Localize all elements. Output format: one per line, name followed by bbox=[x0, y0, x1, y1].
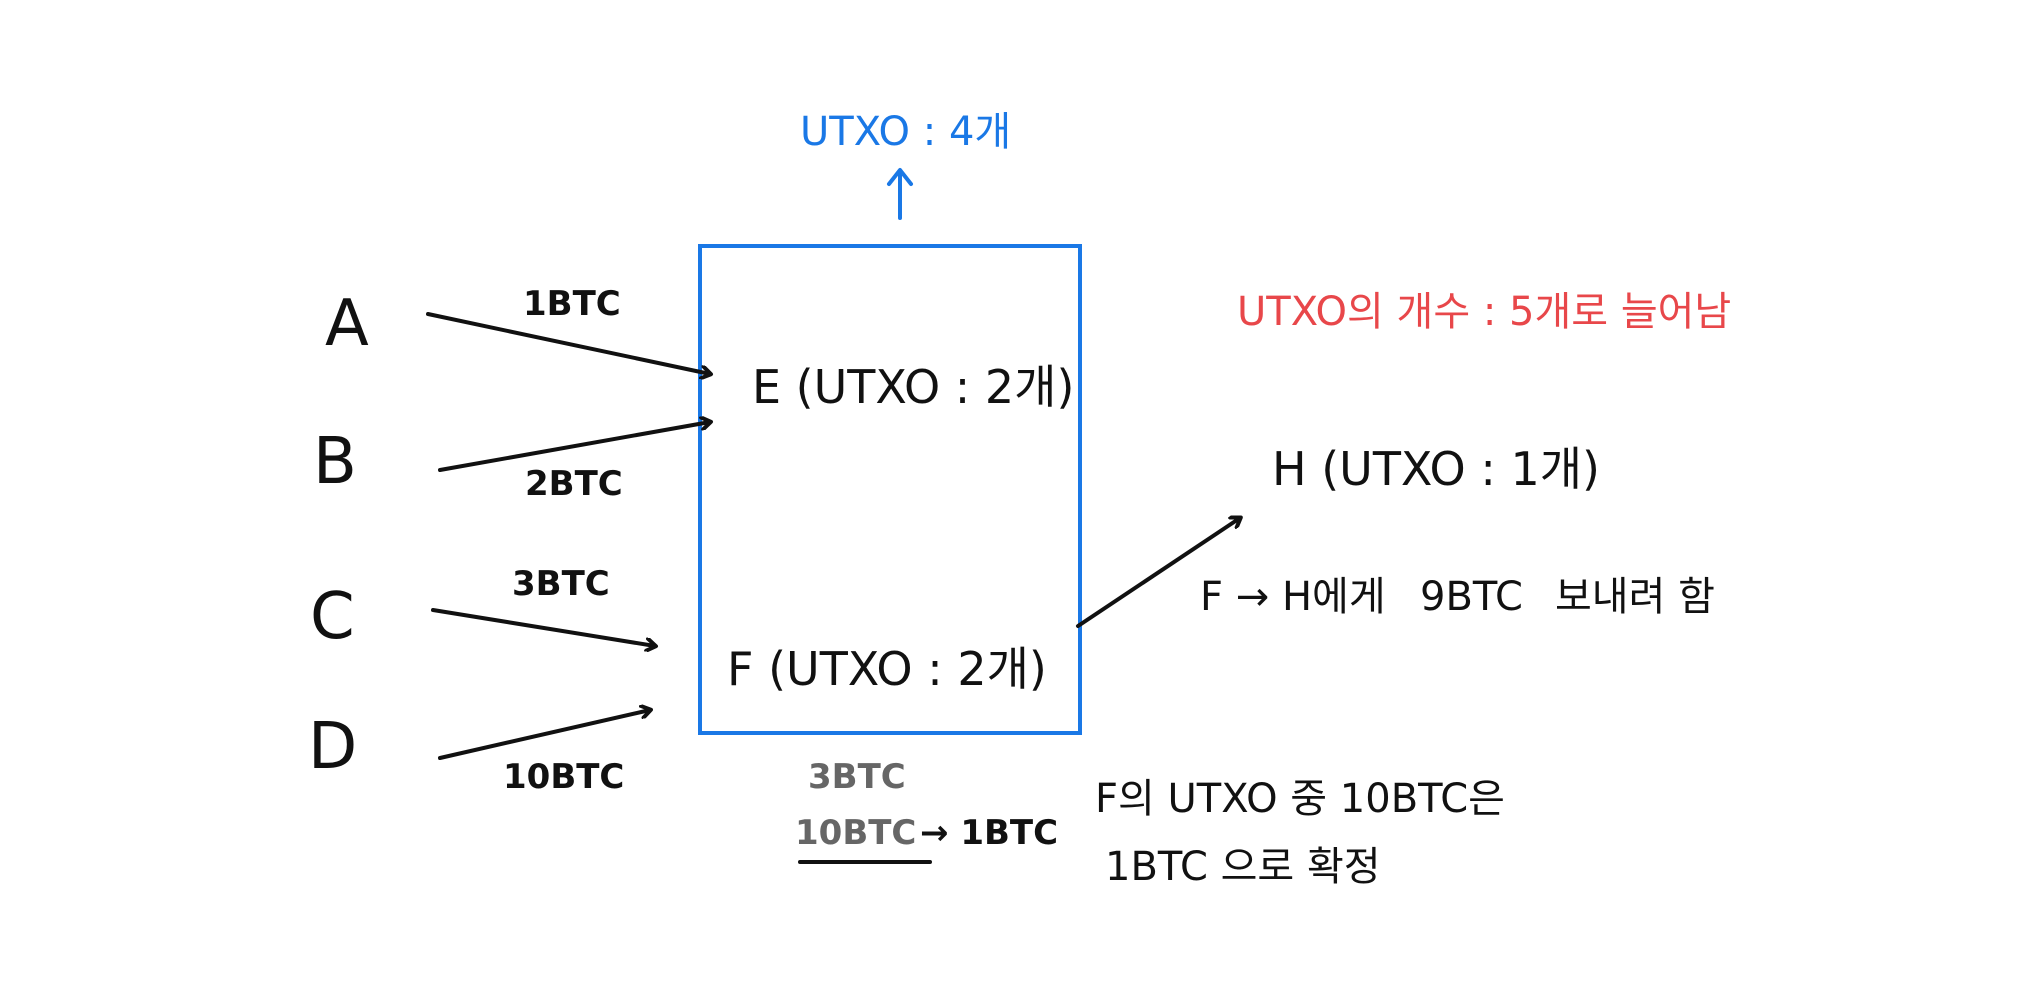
node-d-label: D bbox=[308, 710, 357, 784]
node-c-label: C bbox=[310, 580, 355, 654]
node-b-label: B bbox=[313, 425, 357, 499]
transaction-box bbox=[698, 244, 1082, 735]
node-a-label: A bbox=[325, 287, 369, 361]
top-utxo-label: UTXO : 4개 bbox=[800, 109, 1011, 155]
confirm-line-2: 1BTC 으로 확정 bbox=[1105, 844, 1381, 890]
utxo-count-note: UTXO의 개수 : 5개로 늘어남 bbox=[1237, 289, 1731, 335]
f-utxo-3btc: 3BTC bbox=[808, 757, 906, 797]
arrow-result-1btc: → 1BTC bbox=[920, 813, 1058, 853]
amount-c-to-f: 3BTC bbox=[512, 564, 610, 604]
arrow-a-to-e bbox=[426, 312, 710, 374]
up-arrow-icon bbox=[887, 168, 913, 186]
node-e-label: E (UTXO : 2개) bbox=[752, 360, 1074, 414]
f-utxo-10btc: 10BTC bbox=[795, 813, 916, 853]
send-note-verb: 보내려 함 bbox=[1555, 574, 1715, 620]
amount-b-to-e: 2BTC bbox=[525, 464, 623, 504]
amount-a-to-e: 1BTC bbox=[523, 284, 621, 324]
arrow-b-to-e bbox=[438, 422, 710, 472]
node-f-label: F (UTXO : 2개) bbox=[727, 642, 1047, 696]
arrow-d-to-f bbox=[438, 710, 650, 760]
arrow-f-to-h bbox=[1076, 518, 1240, 628]
arrow-c-to-f bbox=[431, 608, 655, 646]
node-h-label: H (UTXO : 1개) bbox=[1272, 442, 1600, 496]
amount-d-to-f: 10BTC bbox=[503, 757, 624, 797]
confirm-line-1: F의 UTXO 중 10BTC은 bbox=[1095, 776, 1505, 822]
send-note-from: F → H에게 bbox=[1200, 574, 1386, 620]
send-note-amount: 9BTC bbox=[1420, 574, 1523, 620]
